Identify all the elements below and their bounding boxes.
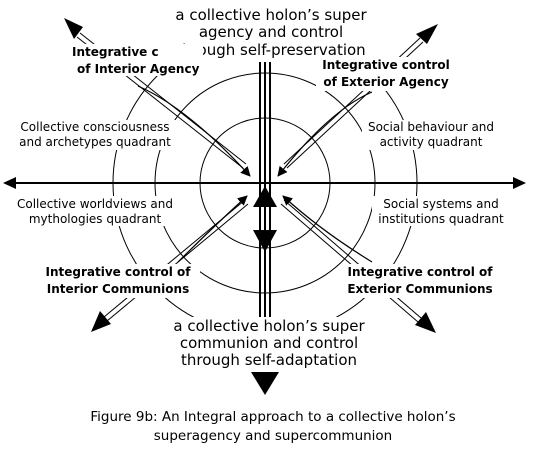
down-arrowhead-icon: [251, 372, 279, 395]
integrative-interior-communions: Integrative control of Interior Communio…: [40, 264, 200, 298]
upper-left-line-1: Collective consciousness: [20, 120, 169, 134]
label-pointers: [137, 85, 373, 263]
upper-left-line-2: and archetypes quadrant: [19, 135, 171, 149]
interior-communions-line-1: Integrative control of: [45, 265, 191, 279]
exterior-communions-line-2: Exterior Communions: [347, 282, 492, 296]
bottom-label-line-3: through self-adaptation: [181, 351, 357, 369]
integrative-exterior-communions: Integrative control of Exterior Communio…: [340, 264, 500, 298]
interior-communions-line-2: Interior Communions: [47, 282, 189, 296]
top-label-line-2: agency and control: [199, 23, 343, 41]
integrative-exterior-agency: Integrative control of Exterior Agency: [316, 57, 458, 91]
upper-left-arrowhead-icon: [64, 18, 83, 39]
lower-right-line-1: Social systems and: [383, 197, 498, 211]
center-down-arrowhead-icon: [253, 230, 277, 252]
upper-right-arrowhead-icon: [416, 24, 438, 44]
right-arrowhead-icon: [513, 177, 526, 189]
quadrant-upper-right: Social behaviour and activity quadrant: [362, 120, 498, 150]
figure-caption: Figure 9b: An Integral approach to a col…: [90, 409, 455, 444]
quadrant-upper-left: Collective consciousness and archetypes …: [14, 120, 176, 150]
lower-right-arrowhead-icon: [415, 312, 436, 333]
interior-agency-line-2: of Interior Agency: [77, 62, 200, 76]
upper-right-line-1: Social behaviour and: [368, 120, 494, 134]
integrative-interior-agency: Integrative c of Interior Agency: [69, 44, 203, 76]
exterior-communions-line-1: Integrative control of: [347, 265, 493, 279]
lower-left-line-1: Collective worldviews and: [17, 197, 173, 211]
caption-line-2: superagency and supercommunion: [154, 428, 393, 444]
bottom-label-line-2: communion and control: [180, 334, 358, 352]
lower-right-line-2: institutions quadrant: [378, 212, 504, 226]
top-label-line-3: through self-preservation: [176, 41, 365, 59]
center-up-arrowhead-icon: [253, 186, 277, 207]
quadrant-lower-left: Collective worldviews and mythologies qu…: [10, 196, 180, 226]
bottom-label: a collective holon’s super communion and…: [166, 317, 376, 372]
interior-agency-line-1: Integrative c: [72, 45, 159, 59]
quadrant-lower-right: Social systems and institutions quadrant: [372, 196, 512, 226]
upper-right-line-2: activity quadrant: [380, 135, 483, 149]
top-label-line-1: a collective holon’s super: [175, 6, 367, 24]
lower-left-arrowhead-icon: [91, 311, 111, 332]
exterior-agency-line-1: Integrative control: [322, 58, 449, 72]
bottom-label-line-1: a collective holon’s super: [173, 317, 365, 335]
exterior-agency-line-2: of Exterior Agency: [323, 75, 448, 89]
left-arrowhead-icon: [3, 177, 16, 189]
lower-left-line-2: mythologies quadrant: [29, 212, 162, 226]
caption-line-1: Figure 9b: An Integral approach to a col…: [90, 409, 455, 425]
